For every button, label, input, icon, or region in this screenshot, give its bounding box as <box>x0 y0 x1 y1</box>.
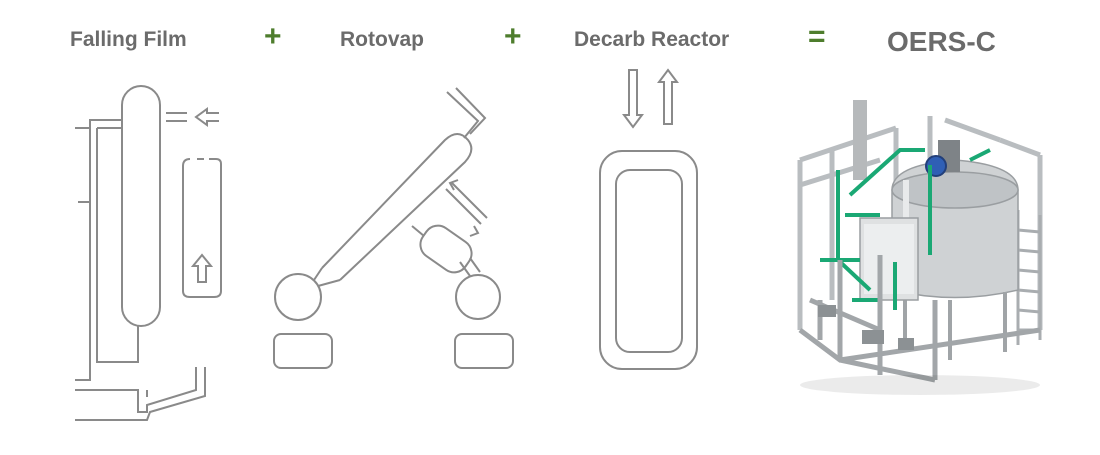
rotovap-vapor-outlet <box>446 87 487 139</box>
falling-film-pipe-top <box>89 119 123 126</box>
rotovap-condenser <box>321 133 473 281</box>
result-title: OERS-C <box>887 26 996 57</box>
decarb-reactor-diagram <box>599 68 698 370</box>
feed-inlet <box>166 112 187 122</box>
rotovap-bath-left <box>273 333 333 369</box>
rotovap-neck-left <box>313 267 341 287</box>
falling-film-outlet <box>75 367 197 413</box>
falling-film-pipe-bottom <box>75 202 91 381</box>
rotovap-flask-right <box>455 274 501 320</box>
rotovap-neck-right <box>459 257 481 277</box>
falling-film-label: Falling Film <box>70 28 187 51</box>
up-arrow-icon <box>190 253 214 283</box>
down-arrow-icon <box>622 69 644 129</box>
rotovap-flask-left <box>274 273 322 321</box>
plus-operator-1: + <box>264 20 282 53</box>
rotovap-label: Rotovap <box>340 28 424 51</box>
rotovap-trap-inlet <box>411 225 425 237</box>
falling-film-pipe-mid <box>78 126 91 203</box>
rotovap-coolant-lines <box>445 182 488 225</box>
rotovap-arrow-out-icon <box>469 225 480 237</box>
rotovap-bath-right <box>454 333 514 369</box>
rotovap-trap <box>419 224 473 274</box>
reactor-inner-vessel <box>615 169 683 353</box>
equals-operator: = <box>808 20 826 53</box>
left-arrow-icon <box>194 107 219 127</box>
up-arrow-icon <box>657 68 679 125</box>
rotovap-diagram <box>273 87 514 369</box>
reactor-outer-vessel <box>599 150 698 370</box>
falling-film-outlet-outer <box>75 367 206 421</box>
falling-film-pipe-return <box>96 127 139 363</box>
oers-c-skid-illustration <box>797 100 1043 395</box>
plus-operator-2: + <box>504 20 522 53</box>
falling-film-column <box>121 85 161 327</box>
rotovap-arrow-in-icon <box>448 179 459 191</box>
falling-film-diagram <box>75 85 222 421</box>
falling-film-separator <box>182 158 222 298</box>
decarb-reactor-label: Decarb Reactor <box>574 28 730 51</box>
